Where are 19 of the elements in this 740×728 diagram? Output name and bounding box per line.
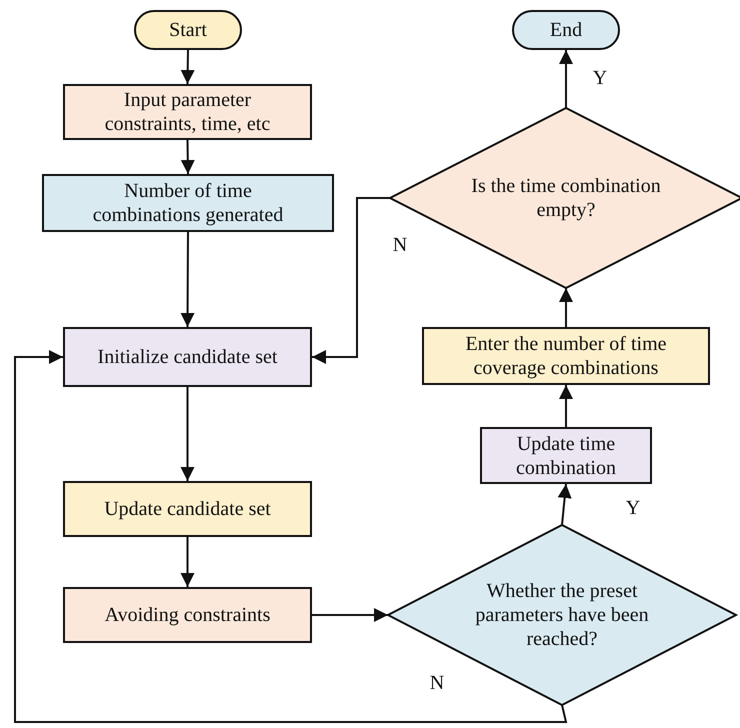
arrow xyxy=(312,608,388,622)
process-box: Avoiding constraints xyxy=(63,587,312,643)
arrow xyxy=(180,537,194,587)
arrow xyxy=(559,385,573,427)
process-box: Input parameter constraints, time, etc xyxy=(63,84,312,140)
arrow xyxy=(559,288,573,327)
process-box: Update time combination xyxy=(480,427,652,484)
process-box: Initialize candidate set xyxy=(63,327,312,387)
arrow xyxy=(180,387,194,481)
arrow xyxy=(558,484,572,526)
process-box: Update candidate set xyxy=(63,481,312,537)
arrow xyxy=(14,350,568,723)
process-box: Number of time combinations generated xyxy=(42,174,334,232)
arrow xyxy=(180,50,195,84)
arrow xyxy=(180,232,195,327)
arrow xyxy=(180,140,195,174)
arrow xyxy=(312,197,390,364)
arrow xyxy=(559,50,573,108)
process-box: Enter the number of time coverage combinations xyxy=(422,327,710,385)
